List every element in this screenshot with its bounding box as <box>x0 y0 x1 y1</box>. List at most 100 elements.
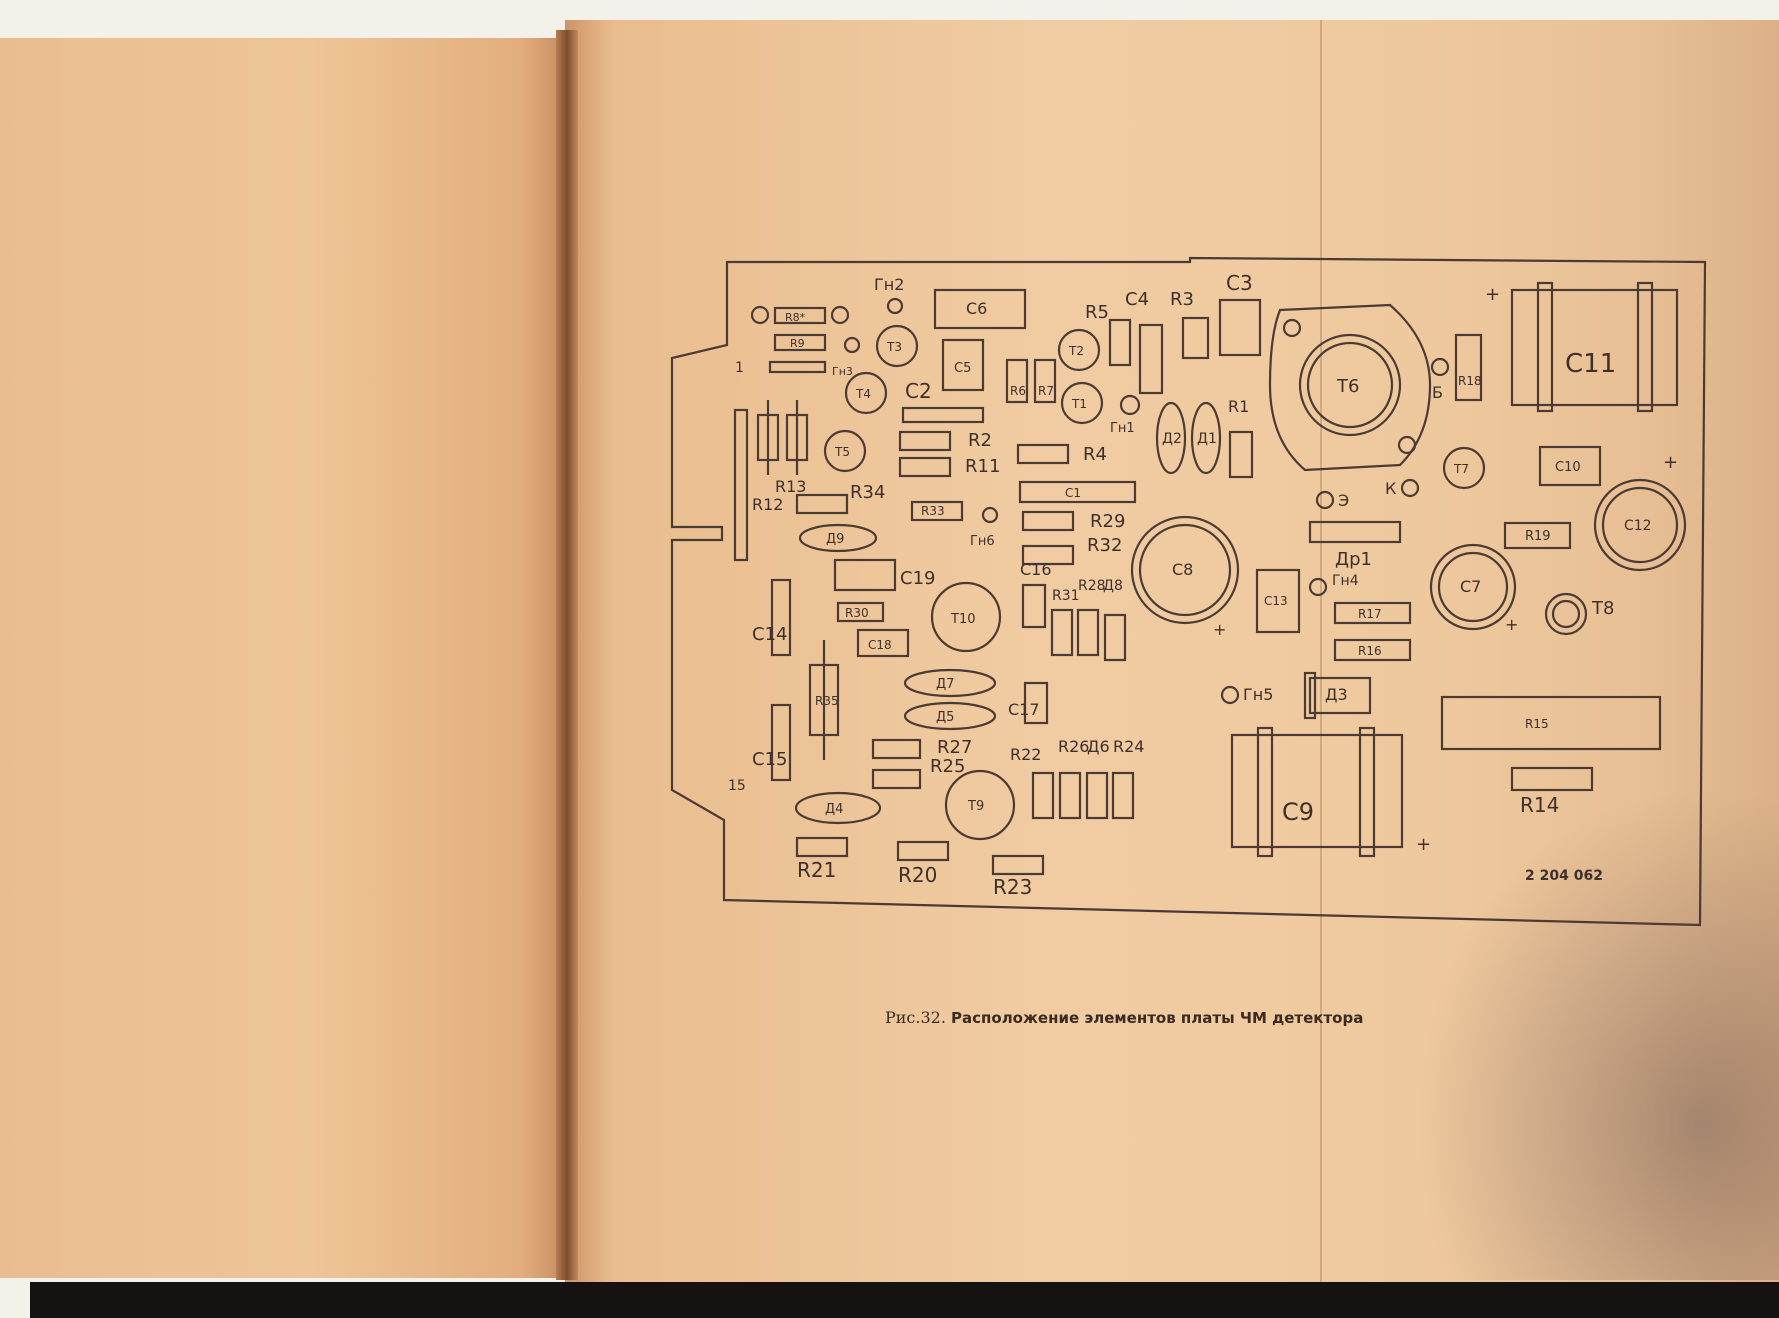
k-pad <box>1400 478 1420 498</box>
c7-capacitor <box>1429 543 1517 631</box>
label-r26: R26 <box>1058 737 1089 756</box>
gn5-pad <box>1220 685 1240 705</box>
label-r22: R22 <box>1010 745 1041 764</box>
label-c10: С10 <box>1555 460 1581 475</box>
label-d5: Д5 <box>936 710 954 725</box>
label-gn6: Гн6 <box>970 534 995 549</box>
r7-resistor <box>1033 358 1057 404</box>
label-d4: Д4 <box>825 802 843 817</box>
c16-capacitor <box>1021 583 1047 629</box>
t3-transistor <box>875 324 919 368</box>
c11-strap-right <box>1636 281 1654 413</box>
caption-text: Расположение элементов платы ЧМ детектор… <box>951 1009 1364 1027</box>
t6-hole-top <box>1282 318 1302 338</box>
book-spine <box>556 30 578 1280</box>
label-t7: Т7 <box>1453 462 1469 476</box>
label-t10: Т10 <box>950 612 975 627</box>
t10-transistor <box>930 581 1002 653</box>
r8-pad-left <box>750 305 770 325</box>
label-t6: Т6 <box>1336 376 1359 397</box>
label-c12: С12 <box>1624 518 1652 534</box>
label-t9: Т9 <box>967 799 984 814</box>
label-r18: R18 <box>1458 374 1482 388</box>
label-gn2: Гн2 <box>874 275 904 294</box>
c8-capacitor <box>1130 515 1240 625</box>
r4-resistor <box>1016 443 1070 465</box>
label-c1: С1 <box>1065 486 1081 500</box>
label-c8: С8 <box>1172 560 1193 579</box>
label-c8-plus: + <box>1213 620 1226 639</box>
board <box>670 256 1707 927</box>
label-r4: R4 <box>1083 444 1107 465</box>
label-r30: R30 <box>845 606 869 620</box>
right-page <box>565 20 1779 1282</box>
c13-capacitor <box>1255 568 1301 634</box>
label-r9: R9 <box>790 337 805 350</box>
label-c4: С4 <box>1125 289 1149 310</box>
r16-resistor <box>1333 638 1412 662</box>
label-k: К <box>1385 479 1397 498</box>
c4-capacitor <box>1138 323 1164 395</box>
label-r14: R14 <box>1520 793 1559 817</box>
label-r16: R16 <box>1358 644 1382 658</box>
r8-pad-right <box>830 305 850 325</box>
serial-number: 2 204 062 <box>1525 868 1603 884</box>
label-gn3: Гн3 <box>832 365 853 378</box>
label-r25: R25 <box>930 756 965 777</box>
label-c19: С19 <box>900 568 935 589</box>
r19-resistor <box>1503 521 1572 550</box>
r8-resistor <box>773 306 827 325</box>
label-r29: R29 <box>1090 511 1125 532</box>
label-c7-plus: + <box>1505 615 1518 634</box>
label-r1: R1 <box>1228 397 1249 416</box>
t2-transistor <box>1057 328 1101 372</box>
t6-transistor <box>1298 333 1402 437</box>
board-outline <box>670 256 1707 927</box>
label-r15: R15 <box>1525 717 1549 731</box>
c8-capacitor-inner <box>1138 523 1232 617</box>
c2-capacitor <box>901 406 985 424</box>
label-r24: R24 <box>1113 737 1144 756</box>
t9-transistor <box>944 769 1016 841</box>
label-c18: С18 <box>868 638 892 652</box>
dr1-choke <box>1308 520 1402 544</box>
d6-diode <box>1085 771 1109 820</box>
r34-resistor <box>795 493 849 515</box>
caption-prefix: Рис.32. <box>885 1008 946 1027</box>
label-c11: С11 <box>1565 349 1616 379</box>
label-t1: Т1 <box>1071 397 1087 411</box>
label-c17: С17 <box>1008 700 1040 719</box>
t8-transistor <box>1544 592 1588 636</box>
t4-transistor <box>844 371 888 415</box>
r21-resistor <box>795 836 849 858</box>
b-pad <box>1430 357 1450 377</box>
label-t3: Т3 <box>886 340 902 354</box>
d3-diode-cap <box>1303 671 1317 720</box>
pin1-resistor <box>768 360 827 374</box>
c3-capacitor <box>1218 298 1262 357</box>
r18-resistor <box>1454 333 1483 402</box>
d1-diode <box>1190 401 1222 475</box>
label-c3: С3 <box>1226 271 1253 295</box>
label-gn4: Гн4 <box>1332 573 1359 589</box>
r30-resistor <box>836 601 885 623</box>
label-r31: R31 <box>1052 588 1080 604</box>
label-c11-plus: + <box>1485 284 1500 305</box>
r33-resistor <box>910 500 964 522</box>
label-t5: Т5 <box>834 445 850 459</box>
label-pin1: 1 <box>735 360 744 376</box>
c14-capacitor <box>770 578 792 657</box>
r32-resistor <box>1021 544 1075 566</box>
component-labels: Гн2 R8* R9 Гн3 1 С6 С5 Т3 Т4 Т5 С2 R6 R7… <box>728 271 1678 899</box>
t6-transistor-inner <box>1306 341 1394 429</box>
label-t8: Т8 <box>1591 598 1614 619</box>
c9-strap-right <box>1358 726 1376 858</box>
label-c15: С15 <box>752 749 787 770</box>
page-fold <box>1320 20 1322 1282</box>
c9-capacitor <box>1230 733 1404 849</box>
d3-diode <box>1308 676 1372 715</box>
label-c9-plus: + <box>1416 834 1431 855</box>
d2-diode <box>1155 401 1187 475</box>
c7-capacitor-inner <box>1437 551 1509 623</box>
label-d2: Д2 <box>1162 431 1182 447</box>
